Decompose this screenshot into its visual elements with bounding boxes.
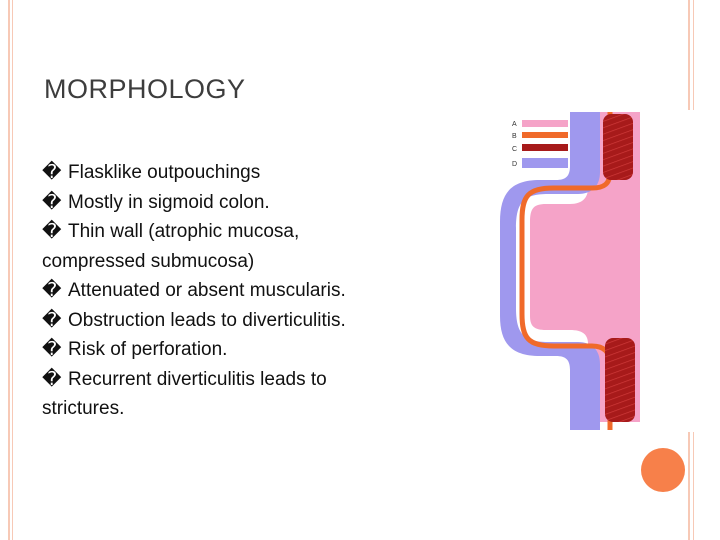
slide-title: MORPHOLOGY bbox=[44, 74, 246, 104]
bullet-item: �Recurrent diverticulitis leads to stric… bbox=[42, 365, 362, 424]
bullet-item: � Flasklike outpouchings bbox=[42, 158, 362, 188]
frame-right-bottom-inner-line bbox=[693, 432, 694, 540]
bullet-glyph: � bbox=[42, 368, 62, 390]
frame-right-top-inner-line bbox=[693, 0, 694, 110]
bullet-item: � Obstruction leads to diverticulitis. bbox=[42, 306, 362, 336]
bullet-text: Thin wall (atrophic mucosa, compressed s… bbox=[42, 221, 300, 272]
frame-left-line bbox=[8, 0, 10, 540]
bullet-text: Obstruction leads to diverticulitis. bbox=[68, 309, 346, 331]
legend-swatch-b bbox=[522, 132, 568, 138]
frame-right-top-line bbox=[688, 0, 690, 110]
bullet-glyph: � bbox=[42, 162, 62, 183]
bullet-text: Recurrent diverticulitis leads to strict… bbox=[42, 368, 327, 420]
muscularis-upper bbox=[603, 114, 633, 180]
decorative-orange-circle bbox=[641, 448, 685, 492]
frame-right-bottom-line bbox=[688, 432, 690, 540]
bullet-glyph: � bbox=[42, 280, 62, 301]
bullet-list: � Flasklike outpouchings � Mostly in sigmo… bbox=[42, 158, 362, 424]
bullet-item: � Risk of perforation. bbox=[42, 335, 362, 365]
diverticulum-diagram: A B C D bbox=[470, 112, 692, 430]
bullet-item: � Attenuated or absent muscularis. bbox=[42, 276, 362, 306]
bullet-glyph: � bbox=[42, 339, 62, 360]
legend-label-a: A bbox=[512, 121, 517, 128]
legend-label-b: B bbox=[512, 133, 517, 140]
bullet-text: Risk of perforation. bbox=[68, 339, 228, 360]
legend-label-c: C bbox=[512, 146, 517, 153]
muscularis-lower bbox=[605, 338, 635, 422]
bullet-item: �Thin wall (atrophic mucosa, compressed … bbox=[42, 217, 362, 276]
bullet-text: Flasklike outpouchings bbox=[68, 162, 261, 183]
bullet-text: Attenuated or absent muscularis. bbox=[68, 280, 346, 301]
frame-left-inner-line bbox=[12, 0, 13, 540]
bullet-glyph: � bbox=[42, 221, 62, 242]
bullet-item: � Mostly in sigmoid colon. bbox=[42, 188, 362, 218]
mucosa-line bbox=[519, 112, 613, 430]
submucosa-layer bbox=[500, 112, 600, 430]
legend-swatch-a bbox=[522, 120, 568, 127]
bullet-glyph: � bbox=[42, 309, 62, 331]
legend-swatch-d bbox=[522, 158, 568, 168]
bullet-text: Mostly in sigmoid colon. bbox=[68, 191, 270, 213]
legend-swatch-c bbox=[522, 144, 568, 151]
legend-label-d: D bbox=[512, 161, 517, 168]
bullet-glyph: � bbox=[42, 191, 62, 213]
